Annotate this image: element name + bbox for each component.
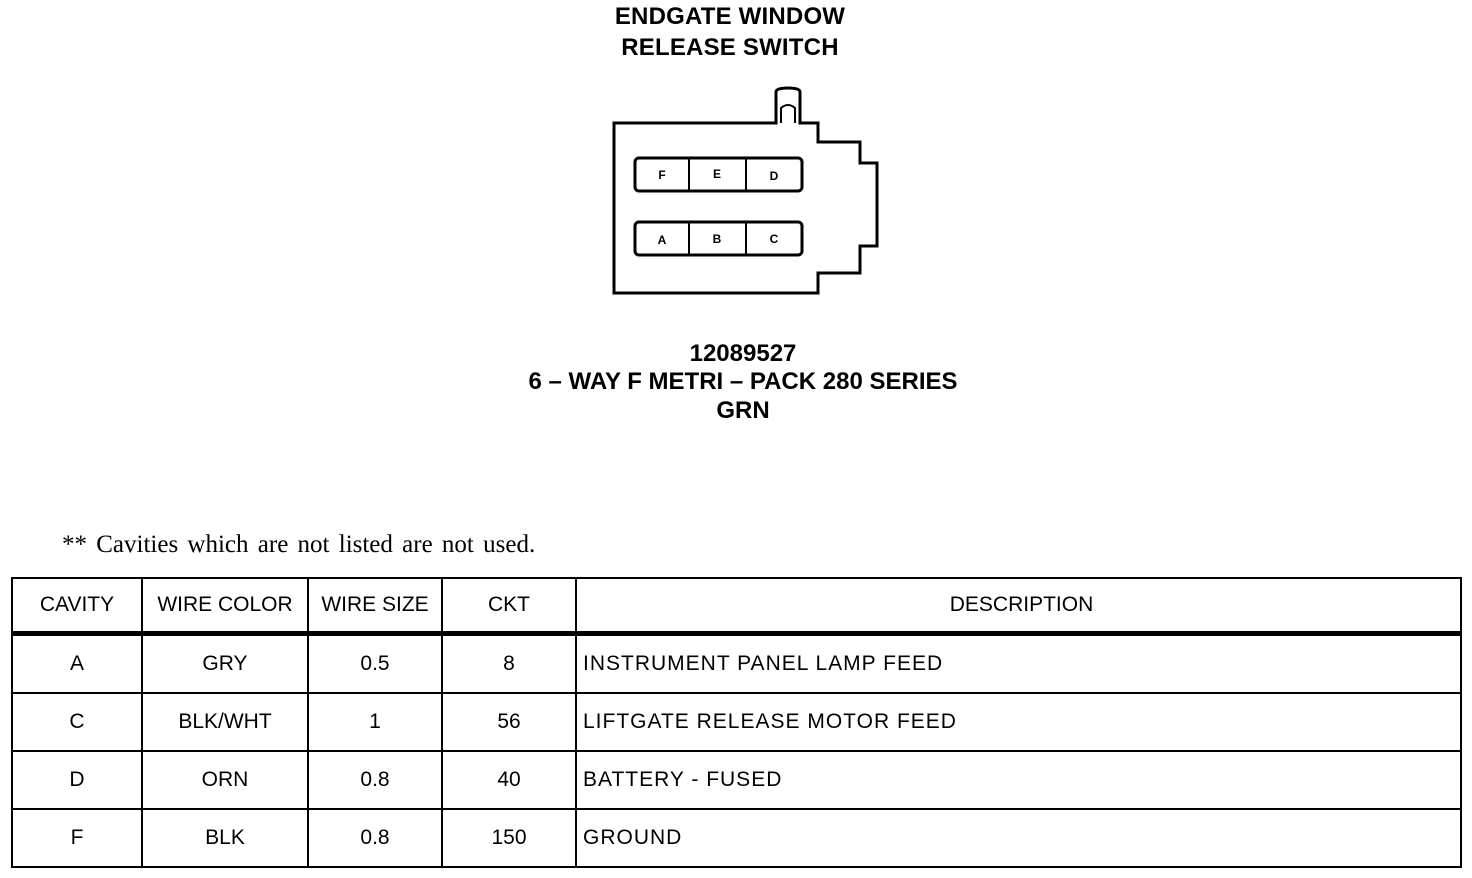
- cavity-label-f: F: [658, 168, 665, 182]
- cell-cavity: F: [11, 808, 143, 868]
- table-header-row: CAVITY WIRE COLOR WIRE SIZE CKT DESCRIPT…: [11, 577, 1462, 636]
- cell-description: INSTRUMENT PANEL LAMP FEED: [575, 632, 1462, 694]
- cell-wire-color: GRY: [141, 632, 309, 694]
- cell-cavity: D: [11, 750, 143, 810]
- cell-ckt: 56: [441, 692, 577, 752]
- cell-wire-color: BLK/WHT: [141, 692, 309, 752]
- header-wire-color: WIRE COLOR: [141, 577, 309, 636]
- connector-type: 6 – WAY F METRI – PACK 280 SERIES: [528, 368, 958, 395]
- cell-wire-size: 1: [307, 692, 443, 752]
- cell-ckt: 150: [441, 808, 577, 868]
- cavity-label-a: A: [658, 233, 667, 247]
- unused-cavities-note: ** Cavities which are not listed are not…: [62, 531, 536, 558]
- connector-title-line-1: ENDGATE WINDOW: [614, 3, 846, 30]
- connector-face-diagram: F E D A B C: [612, 86, 879, 295]
- cell-description: BATTERY - FUSED: [575, 750, 1462, 810]
- header-cavity: CAVITY: [11, 577, 143, 636]
- cavity-label-d: D: [770, 169, 779, 183]
- cell-wire-color: ORN: [141, 750, 309, 810]
- header-ckt: CKT: [441, 577, 577, 636]
- cell-description: LIFTGATE RELEASE MOTOR FEED: [575, 692, 1462, 752]
- table-row: C BLK/WHT 1 56 LIFTGATE RELEASE MOTOR FE…: [11, 692, 1462, 752]
- latch-tab: [780, 104, 796, 123]
- cavity-label-c: C: [770, 232, 779, 246]
- cavity-table: CAVITY WIRE COLOR WIRE SIZE CKT DESCRIPT…: [11, 577, 1462, 868]
- cell-cavity: A: [11, 632, 143, 694]
- cavity-label-e: E: [713, 167, 721, 181]
- cell-wire-size: 0.8: [307, 750, 443, 810]
- connector-color: GRN: [716, 397, 770, 424]
- cell-description: GROUND: [575, 808, 1462, 868]
- cell-ckt: 40: [441, 750, 577, 810]
- cell-ckt: 8: [441, 632, 577, 694]
- part-number: 12089527: [689, 340, 797, 367]
- cell-wire-color: BLK: [141, 808, 309, 868]
- cell-wire-size: 0.5: [307, 632, 443, 694]
- cell-wire-size: 0.8: [307, 808, 443, 868]
- table-row: F BLK 0.8 150 GROUND: [11, 808, 1462, 868]
- cavity-label-b: B: [713, 232, 722, 246]
- cell-cavity: C: [11, 692, 143, 752]
- cavity-row-top: [633, 156, 804, 193]
- connector-title-line-2: RELEASE SWITCH: [621, 34, 839, 61]
- header-wire-size: WIRE SIZE: [307, 577, 443, 636]
- header-description: DESCRIPTION: [575, 577, 1462, 636]
- table-row: A GRY 0.5 8 INSTRUMENT PANEL LAMP FEED: [11, 632, 1462, 694]
- connector-housing: [612, 86, 879, 295]
- table-row: D ORN 0.8 40 BATTERY - FUSED: [11, 750, 1462, 810]
- cavity-row-bottom: [633, 220, 804, 257]
